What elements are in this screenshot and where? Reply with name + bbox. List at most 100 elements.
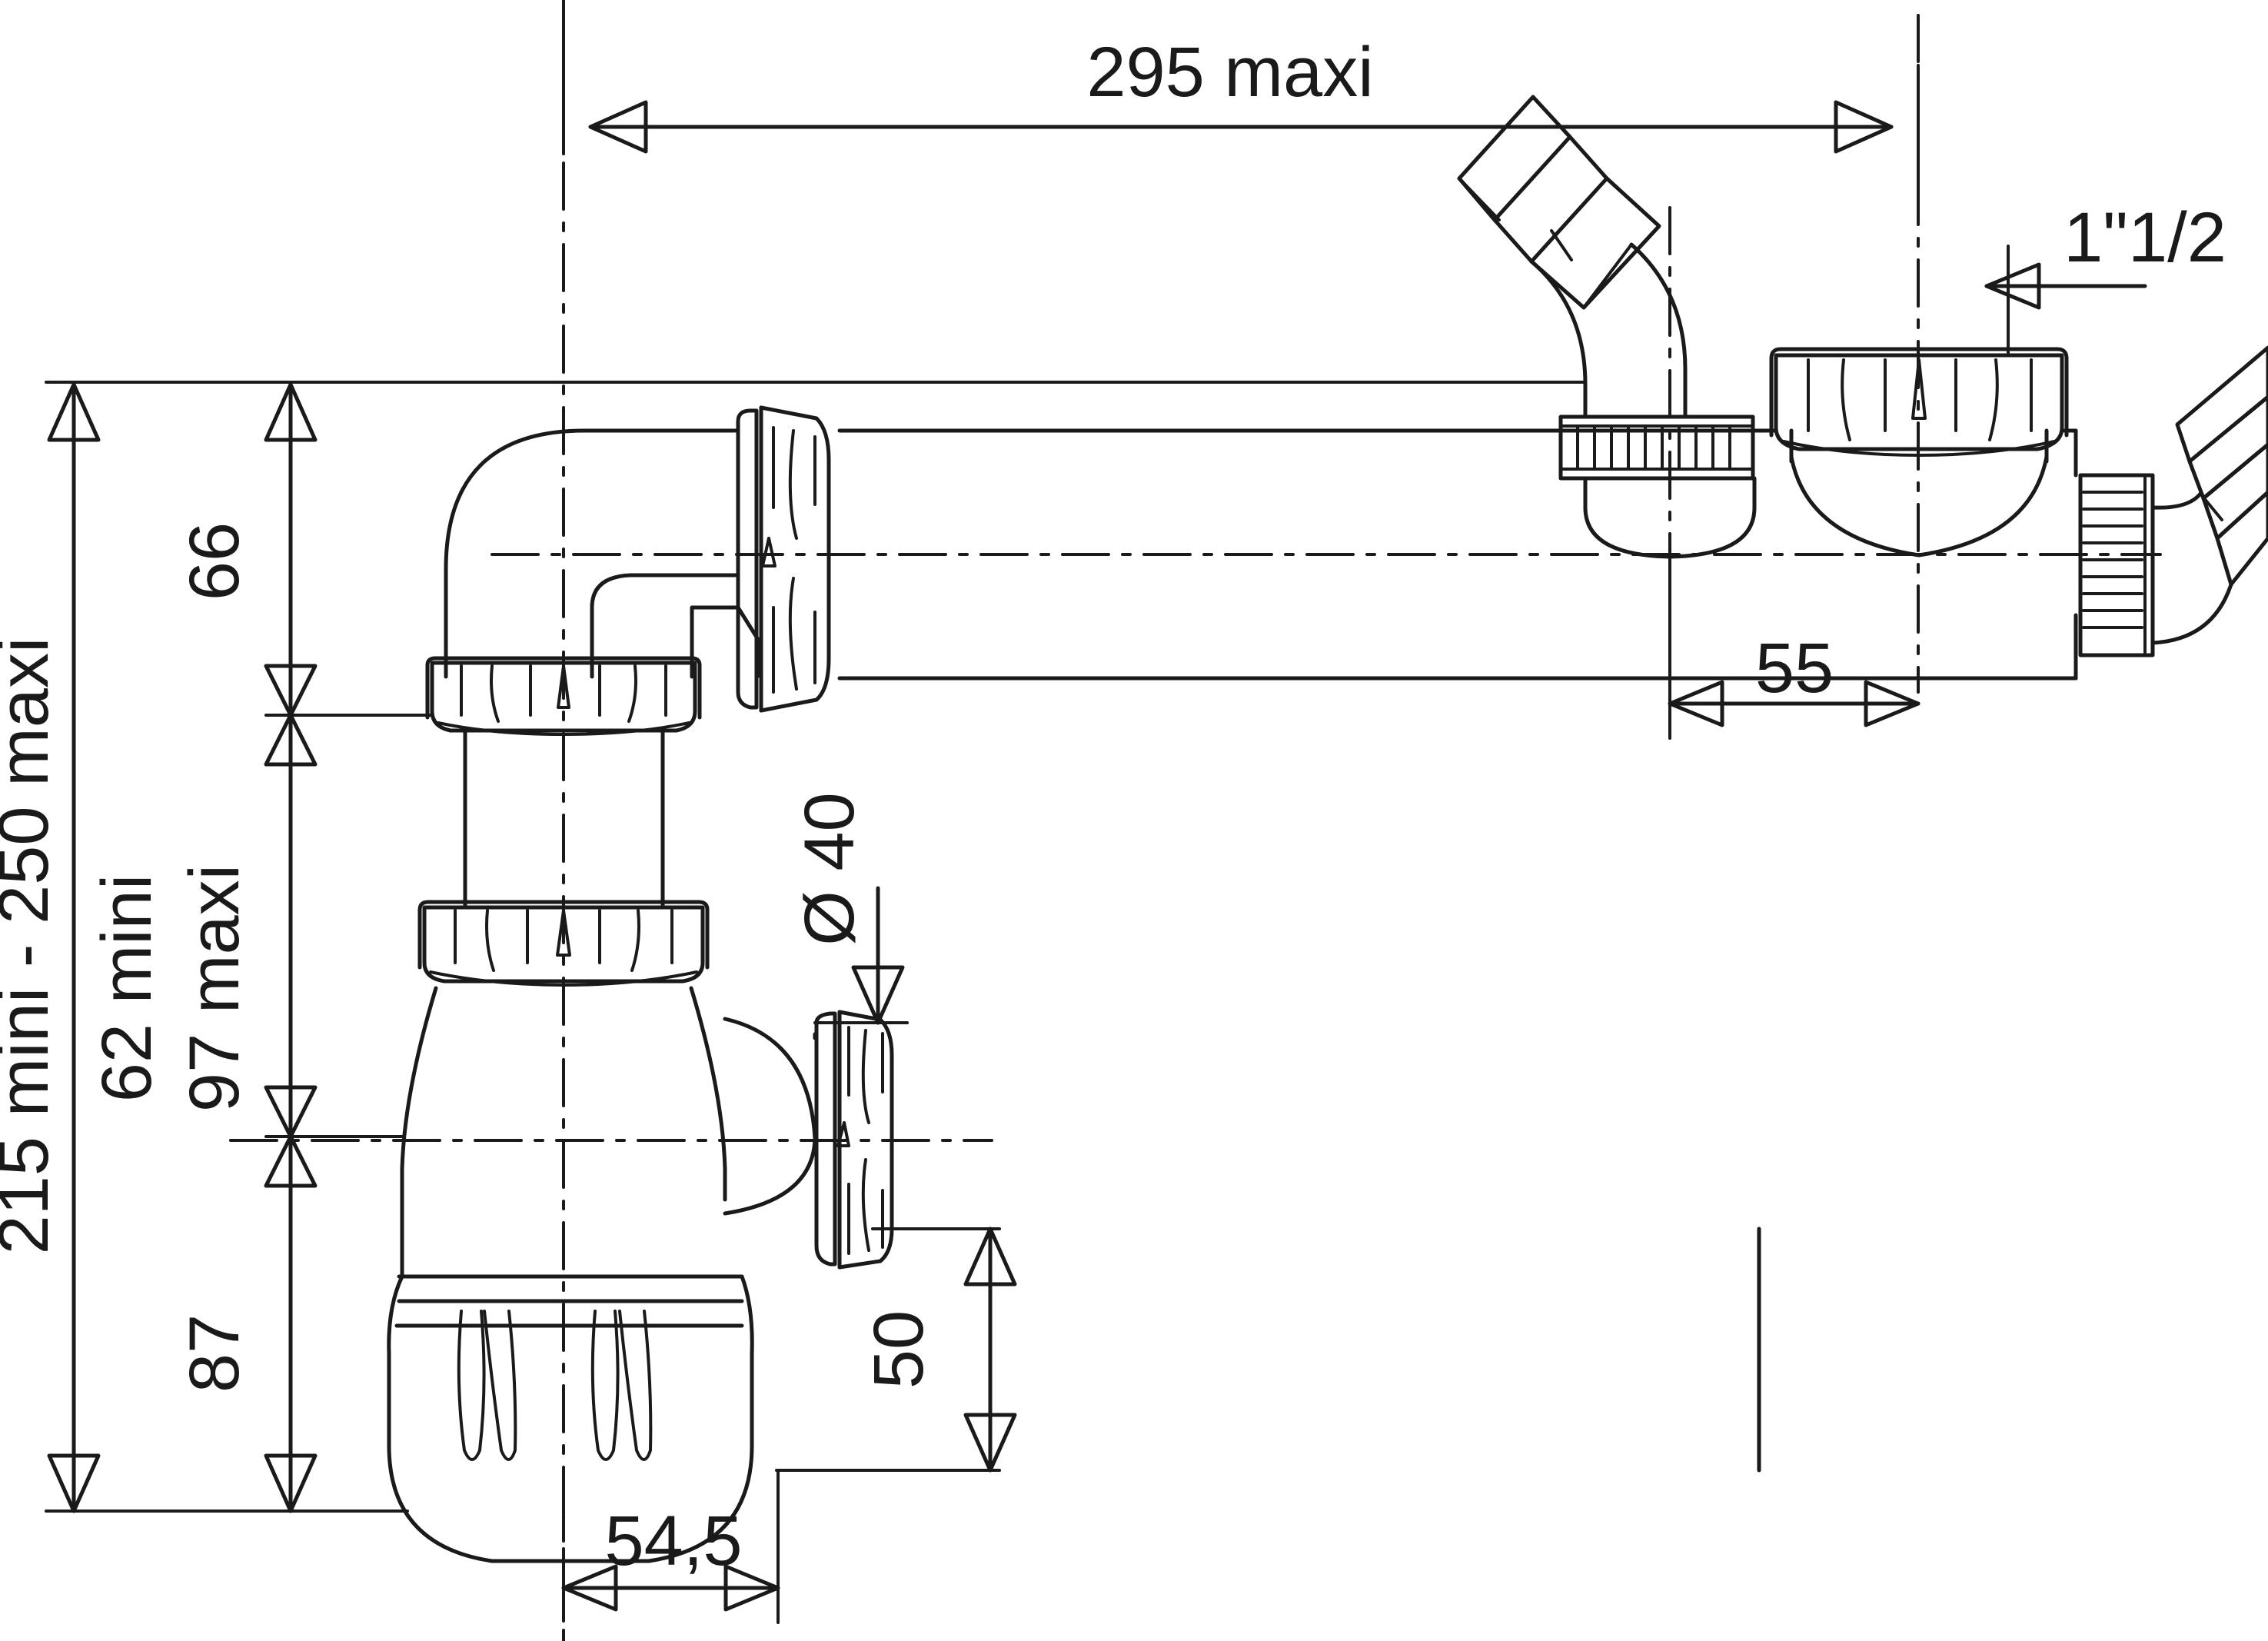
hose-barb-tick [1550, 229, 1573, 261]
trap-baffle-left-2 [483, 1310, 517, 1461]
hose-spigot-right [2175, 345, 2268, 587]
upper-nut-bottom-curve [437, 721, 690, 736]
dim-55 [1668, 560, 1920, 740]
dim-215-arrow-top [47, 382, 101, 442]
dim-87-arrow-top [264, 1134, 318, 1188]
pipe-left-nut-center-mark [761, 537, 777, 568]
machine-inlet-nut-ribs [1576, 424, 1731, 471]
hose-barb-r-step-3 [2187, 394, 2268, 501]
dim-87-arrow-bottom [264, 1453, 318, 1513]
tee-nut-side-lips [1769, 356, 2069, 438]
end-bend-lower [2150, 582, 2233, 645]
dim-545-arrow-right [723, 1564, 780, 1612]
hose-barb-r-step-2 [2201, 442, 2268, 541]
trap-bowl-left [387, 1274, 571, 1563]
dim-545-arrow-left [561, 1564, 618, 1612]
dim-215-arrow-bottom [47, 1453, 101, 1513]
trap-baffle-right-2 [618, 1310, 653, 1461]
trap-body-right-wall [689, 986, 727, 1202]
dim-diameter-40 [813, 886, 909, 1025]
hose-barb-r-step-1 [2215, 490, 2268, 587]
pipe-left-nut [736, 405, 831, 713]
dim-thread-arrow [1984, 262, 2041, 310]
hose-spigot-left [1457, 95, 1661, 310]
lower-nut-knurl-ribs [454, 909, 673, 972]
hose-barb-r-tick [2199, 492, 2223, 521]
lower-nut-bottom-curve [429, 970, 698, 987]
upper-nut-knurl-ribs [460, 664, 667, 723]
tee-socket-bowl [1789, 454, 2049, 558]
side-outlet-nut-flange [814, 1011, 837, 1267]
dim-66-arrow-top [264, 382, 318, 442]
upper-nut-outline [430, 661, 697, 733]
dim-215-250 [45, 381, 1587, 1513]
dim-66-arrow-bottom [264, 664, 318, 717]
tee-body [1583, 428, 2078, 681]
dim-label-97-maxi: 97 maxi [175, 864, 254, 1112]
dim-label-50: 50 [860, 1310, 938, 1389]
end-nut [2078, 473, 2155, 657]
pipe-left-nut-ribs [772, 426, 816, 694]
dim-label-54-5: 54,5 [604, 1502, 742, 1580]
elbow-outer-wall [444, 428, 740, 679]
dim-295-arrow-right [1834, 100, 1894, 154]
hose-barb-step-1 [1529, 176, 1661, 310]
side-outlet-nut-center-mark [836, 1121, 850, 1147]
side-outlet-nut-body [837, 1010, 894, 1270]
tee-nut-knurl-ribs [1807, 358, 2033, 441]
dim-55-arrow-right [1864, 680, 1920, 727]
dim-62-arrow-top [264, 713, 318, 767]
trap-baffle-right [590, 1310, 620, 1461]
hose-barb-edges [1458, 177, 1633, 309]
end-bend-upper [2150, 491, 2203, 510]
lower-nut-rim [417, 900, 710, 912]
pipe-left-nut-flange [736, 408, 759, 710]
elbow-inner-wall [590, 573, 740, 679]
lower-nut-side-lips [417, 907, 710, 970]
upper-nut [425, 656, 702, 736]
dim-55-arrow-left [1668, 680, 1724, 727]
tee-nut [1769, 347, 2069, 558]
end-outlet-assembly [2078, 345, 2268, 657]
trap-baffle-left [457, 1310, 486, 1461]
machine-inlet-nut [1558, 414, 1755, 481]
dim-d40-arrow [851, 965, 905, 1025]
dim-97-arrow-bottom [264, 1085, 318, 1139]
dim-label-overall-height: 215 mini - 250 maxi [0, 637, 63, 1255]
tee-nut-rim [1769, 347, 2069, 361]
lower-nut [417, 900, 710, 987]
riser-pipe [463, 730, 665, 908]
hose-barb-r-step-4 [2175, 345, 2268, 464]
pipe-left-nut-body [759, 405, 831, 713]
dim-label-295-maxi: 295 maxi [1086, 33, 1373, 112]
side-outlet-nut [814, 1010, 894, 1270]
bottle-trap-body [387, 986, 817, 1563]
dim-label-62-mini: 62 mini [88, 874, 166, 1103]
dim-50 [775, 1227, 1761, 1473]
dim-54-5 [561, 1469, 780, 1641]
hose-barb-step-3 [1457, 95, 1572, 222]
machine-inlet-bend-right [1629, 242, 1688, 419]
horizontal-pipe [837, 428, 1588, 681]
lower-nut-outline [422, 905, 705, 984]
trap-bowl-right [567, 1274, 754, 1563]
dim-label-thread: 1"1/2 [2063, 198, 2226, 277]
dim-label-55: 55 [1755, 629, 1834, 707]
dim-label-diameter-40: Ø 40 [790, 792, 869, 945]
dim-295-arrow-left [588, 100, 648, 154]
dim-label-66: 66 [175, 522, 254, 601]
machine-inlet-assembly [1457, 95, 1757, 559]
upper-nut-side-lips [425, 663, 702, 720]
trap-body-left-wall [400, 986, 438, 1279]
dim-inner-chain [264, 382, 432, 1513]
tee-nut-bottom-curve [1782, 440, 2056, 457]
machine-inlet-socket [1583, 476, 1757, 559]
side-outlet-nut-ribs [847, 1026, 884, 1255]
upper-nut-rim [425, 656, 702, 667]
end-nut-ribs [2082, 491, 2143, 629]
dim-thread [1984, 245, 2147, 355]
dim-label-87: 87 [175, 1314, 254, 1393]
